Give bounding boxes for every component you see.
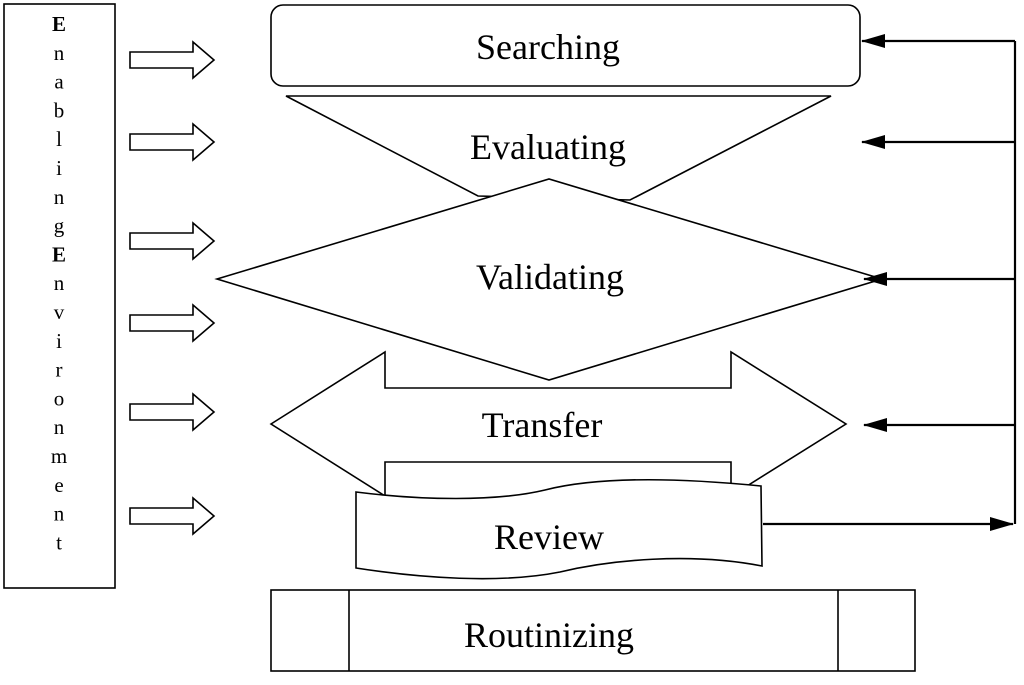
side-letter: r [56,358,63,382]
searching-box [270,4,861,87]
side-letter: n [54,415,65,439]
evaluating-stage: Evaluating [285,95,832,201]
side-letter: n [54,41,65,65]
review-stage: Review [355,478,763,580]
transfer-shape [269,350,848,498]
side-letter: e [54,473,63,497]
review-shape [355,478,763,580]
transfer-stage [269,350,848,498]
review-label: Review [494,517,604,557]
side-letter: m [51,444,67,468]
routinizing-box [270,589,916,672]
enabling-environment-box [3,3,116,589]
side-letter: n [54,185,65,209]
routinizing-stage: Routinizing [270,589,916,672]
evaluating-label: Evaluating [470,127,626,167]
input-arrow-6 [129,496,216,536]
side-letter: i [56,329,62,353]
side-letter: t [56,530,62,554]
side-letter: v [54,300,65,324]
side-letter: n [54,502,65,526]
feedback-loop [763,34,1017,531]
input-arrow-4 [129,303,216,343]
transfer-label: Transfer [482,405,603,445]
input-arrow-5 [129,392,216,432]
side-letter: o [54,386,65,410]
routinizing-label: Routinizing [464,615,634,655]
side-letter: i [56,156,62,180]
input-arrow-3 [129,221,216,261]
input-arrow-2 [129,122,216,162]
side-letter: n [54,271,65,295]
evaluating-shape [285,95,832,201]
side-letter: E [52,12,66,36]
input-arrows [129,40,216,536]
searching-stage: Searching [270,4,861,87]
input-arrow-1 [129,40,216,80]
searching-label: Searching [476,27,620,67]
side-letter: g [54,214,65,238]
side-letter: a [54,70,64,94]
validating-stage: Validating [214,178,885,381]
validating-label: Validating [476,257,624,297]
side-letter: l [56,127,62,151]
side-letter: b [54,98,65,122]
side-letter: E [52,242,66,266]
